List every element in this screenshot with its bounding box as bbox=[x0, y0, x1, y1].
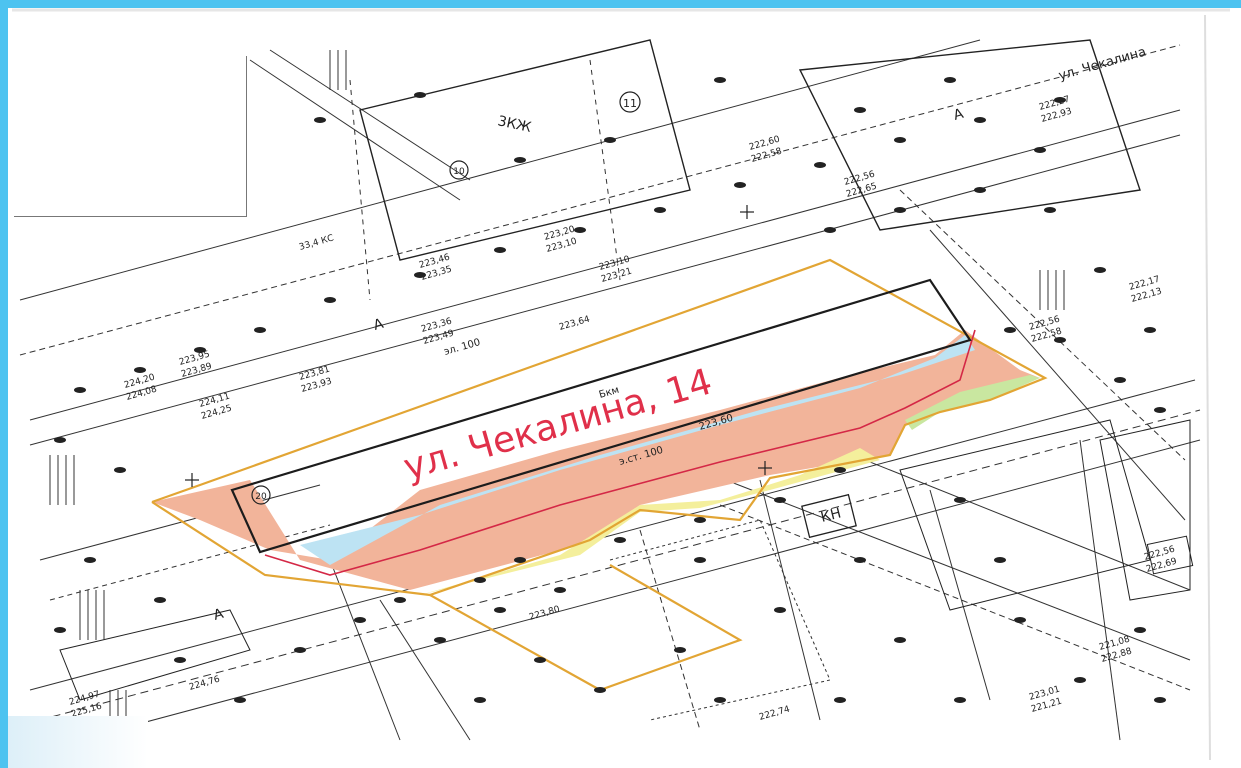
main-building-outline bbox=[230, 278, 972, 554]
red-line bbox=[264, 329, 976, 576]
elevation-label: 224,76 bbox=[188, 675, 221, 693]
yellow-zone bbox=[420, 448, 880, 595]
lot-circle-20 bbox=[251, 485, 271, 505]
kn-box bbox=[801, 493, 857, 539]
building-3kzh bbox=[359, 39, 1141, 261]
grid-crosses bbox=[185, 205, 772, 487]
bay-label: Бкм bbox=[598, 385, 621, 401]
survey-annotation-marks bbox=[49, 50, 1065, 735]
blank-corner-patch bbox=[14, 56, 247, 217]
building-code-label: 3КЖ bbox=[496, 113, 533, 136]
red-zone bbox=[152, 330, 1040, 590]
dim-label: 33,4 КС bbox=[298, 233, 335, 252]
plot-number: 11 bbox=[623, 97, 637, 110]
elevation-label: 223,80 bbox=[528, 605, 561, 623]
green-zone bbox=[905, 375, 1040, 430]
lot-circle-10 bbox=[449, 160, 469, 180]
site-boundary bbox=[151, 258, 1048, 692]
survey-plan-sheet: 11 10 20 3КЖ ул. Чекалина А А А КН э.ст.… bbox=[8, 8, 1241, 768]
lower-left-parcels bbox=[59, 419, 1194, 701]
bottom-left-fade bbox=[8, 716, 148, 768]
blue-zone bbox=[300, 335, 975, 565]
lot-number-20: 20 bbox=[255, 492, 267, 502]
scan-edge bbox=[1204, 14, 1211, 761]
lot-number-10: 10 bbox=[453, 167, 465, 177]
elevation-label: 223,64 bbox=[558, 315, 591, 333]
pipe-label-top: эл. 100 bbox=[443, 337, 482, 358]
window-frame-left bbox=[0, 0, 8, 768]
lower-plot-dotted bbox=[609, 519, 831, 721]
elevation-dots bbox=[54, 77, 1166, 703]
zone-letter-a-2: А bbox=[952, 106, 966, 124]
kn-label: КН bbox=[819, 505, 843, 525]
elevation-label: 222,74 bbox=[758, 705, 791, 723]
plot-number-circle bbox=[619, 91, 641, 113]
topographic-plan: 11 10 20 3КЖ ул. Чекалина А А А КН э.ст.… bbox=[12, 8, 1230, 761]
zone-letter-a-3: А bbox=[212, 606, 226, 624]
